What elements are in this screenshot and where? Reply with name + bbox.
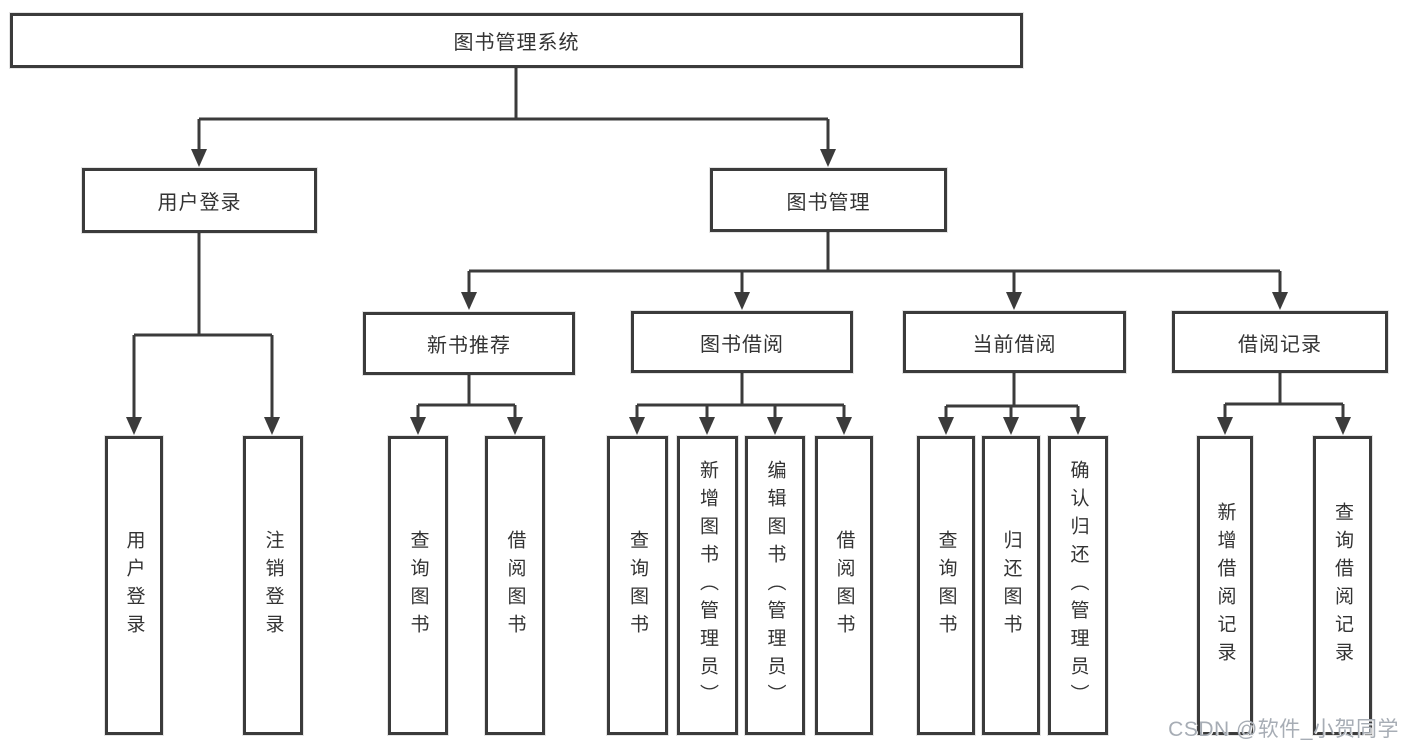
node-new-book-recommendation: 新书推荐 (363, 312, 575, 375)
node-label: 新书推荐 (427, 335, 511, 357)
leaf-query-books-borrowing: 查询图书 (607, 436, 668, 735)
connector-book-management-branch (461, 230, 1288, 310)
leaf-user-login: 用户登录 (105, 436, 163, 735)
leaf-borrow-books-borrowing: 借阅图书 (815, 436, 873, 735)
leaf-query-borrowing-record: 查询借阅记录 (1313, 436, 1372, 735)
leaf-label: 查询图书 (627, 529, 648, 642)
leaf-borrow-books-recommend: 借阅图书 (485, 436, 545, 735)
leaf-confirm-return-admin: 确认归还（管理员） (1048, 436, 1108, 735)
node-label: 借阅记录 (1238, 333, 1322, 356)
connector-current-borrowing-branch (938, 372, 1086, 435)
node-user-login: 用户登录 (82, 168, 317, 233)
node-label: 用户登录 (157, 192, 242, 214)
connector-book-borrowing-branch (629, 372, 852, 435)
leaf-label: 编辑图书（管理员） (764, 459, 786, 712)
leaf-add-books-admin: 新增图书（管理员） (677, 436, 738, 735)
leaf-label: 借阅图书 (833, 529, 855, 642)
leaf-logout: 注销登录 (243, 436, 303, 735)
leaf-label: 查询借阅记录 (1332, 501, 1353, 670)
node-label: 图书管理系统 (453, 32, 580, 54)
leaf-label: 新增借阅记录 (1214, 501, 1236, 670)
node-label: 图书管理 (786, 191, 871, 214)
node-label: 图书借阅 (700, 333, 784, 356)
node-current-borrowing: 当前借阅 (903, 311, 1126, 373)
leaf-return-books: 归还图书 (982, 436, 1040, 735)
node-label: 当前借阅 (972, 333, 1057, 356)
leaf-add-borrowing-record: 新增借阅记录 (1197, 436, 1253, 735)
leaf-query-books-current: 查询图书 (917, 436, 975, 735)
connector-new-book-branch (410, 373, 523, 435)
connector-borrowing-records-branch (1217, 372, 1351, 435)
node-borrowing-records: 借阅记录 (1172, 311, 1388, 373)
leaf-label: 归还图书 (1000, 529, 1022, 642)
leaf-label: 新增图书（管理员） (697, 459, 718, 712)
leaf-label: 查询图书 (935, 529, 957, 642)
leaf-query-books-recommend: 查询图书 (388, 436, 448, 735)
csdn-watermark: CSDN @软件_小贺同学 (1168, 718, 1399, 741)
connector-root-to-level2 (191, 66, 836, 167)
leaf-label: 确认归还（管理员） (1067, 459, 1089, 712)
node-book-borrowing: 图书借阅 (631, 311, 853, 373)
leaf-label: 注销登录 (262, 529, 284, 642)
leaf-label: 借阅图书 (504, 529, 526, 642)
leaf-edit-books-admin: 编辑图书（管理员） (745, 436, 805, 735)
node-book-management: 图书管理 (710, 168, 947, 232)
leaf-label: 用户登录 (123, 529, 145, 642)
leaf-label: 查询图书 (407, 529, 429, 642)
node-library-management-system: 图书管理系统 (10, 13, 1023, 68)
connector-user-login-branch (126, 231, 280, 435)
